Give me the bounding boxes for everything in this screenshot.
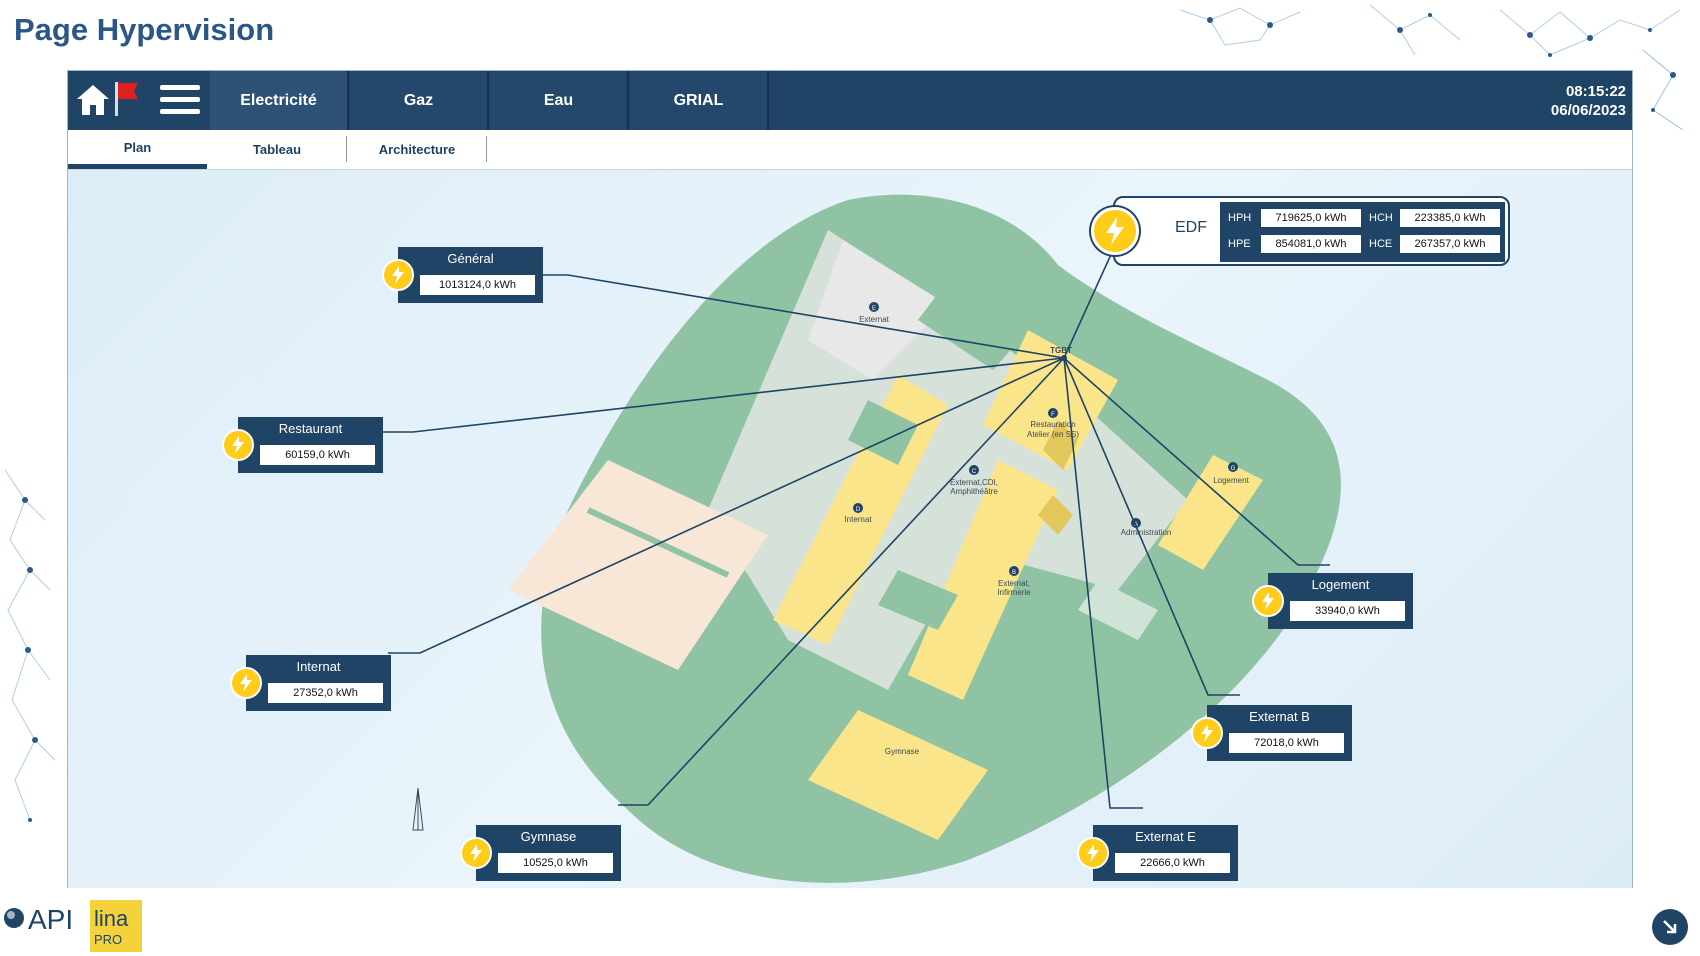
top-nav-bar: Electricité Gaz Eau GRIAL 08:15:22 06/06… [68, 71, 1632, 130]
building-gym [808, 710, 988, 840]
api-logo-icon [4, 908, 24, 928]
map-label-e-letter: E [872, 306, 876, 312]
meter-value: 60159,0 kWh [260, 445, 375, 465]
map-label-restauration: Restauration [1030, 420, 1075, 429]
meter-value: 22666,0 kWh [1115, 853, 1230, 873]
bolt-icon [230, 667, 262, 699]
network-decoration-left [4, 469, 56, 822]
meter-label: Général [447, 251, 494, 266]
expand-arrow-button[interactable] [1652, 909, 1688, 945]
building-b [908, 460, 1058, 700]
brand-api-text: API [28, 904, 74, 935]
meter-externat-e[interactable]: Externat E 22666,0 kWh [1077, 825, 1238, 881]
subtab-tableau[interactable]: Tableau [208, 136, 347, 162]
bolt-icon [1077, 837, 1109, 869]
map-label-amphitheatre: Amphithéâtre [950, 487, 998, 496]
tab-gaz[interactable]: Gaz [350, 71, 489, 130]
map-label-infirmerie: Infirmerie [997, 588, 1031, 597]
building-labels: E Externat TGBT F Restauration Atelier (… [844, 302, 1250, 756]
bolt-icon [1191, 717, 1223, 749]
edf-hch-value: 223385,0 kWh [1400, 209, 1500, 227]
meter-restaurant[interactable]: Restaurant 60159,0 kWh [222, 417, 383, 473]
map-label-internat: Internat [844, 515, 872, 524]
clock-time: 08:15:22 [1565, 83, 1626, 100]
brand-lina-badge: lina PRO [90, 900, 142, 952]
bolt-icon [460, 837, 492, 869]
edf-label: EDF [1175, 219, 1207, 236]
edf-hph-value: 719625,0 kWh [1261, 209, 1361, 227]
meter-value: 10525,0 kWh [498, 853, 613, 873]
network-decoration-top [1179, 4, 1681, 57]
clock: 08:15:22 06/06/2023 [1551, 82, 1626, 120]
meter-value: 1013124,0 kWh [420, 275, 535, 295]
meter-externat-b[interactable]: Externat B 72018,0 kWh [1191, 705, 1352, 761]
bolt-icon [382, 259, 414, 291]
map-label-atelier: Atelier (en SS) [1027, 430, 1079, 439]
bolt-icon [1252, 585, 1284, 617]
meter-label: Externat B [1249, 709, 1310, 724]
campus-plan: E Externat TGBT F Restauration Atelier (… [383, 194, 1341, 883]
sub-nav-bar: Plan Tableau Architecture [68, 130, 1632, 170]
edf-hce-key: HCE [1369, 238, 1393, 250]
meter-value: 27352,0 kWh [268, 683, 383, 703]
edf-hpe-value: 854081,0 kWh [1261, 235, 1361, 253]
tab-electricite[interactable]: Electricité [210, 71, 349, 130]
subtab-plan[interactable]: Plan [68, 130, 207, 169]
tab-eau[interactable]: Eau [490, 71, 629, 130]
north-arrow-icon [412, 787, 424, 831]
edf-hch-key: HCH [1369, 212, 1393, 224]
clock-date: 06/06/2023 [1550, 102, 1626, 119]
meter-internat[interactable]: Internat 27352,0 kWh [230, 655, 391, 711]
map-label-administration: Administration [1121, 528, 1172, 537]
tab-grial[interactable]: GRIAL [630, 71, 769, 130]
map-label-externat: Externat [859, 315, 890, 324]
bolt-icon [222, 429, 254, 461]
site-map: E Externat TGBT F Restauration Atelier (… [68, 170, 1632, 888]
brand-pro-text: PRO [94, 932, 123, 947]
meter-label: Logement [1311, 577, 1370, 592]
brand-logo: API lina PRO [0, 900, 150, 956]
edf-bolt-icon [1091, 207, 1139, 255]
map-label-externat-cdi: Externat,CDI, [950, 478, 998, 487]
building-pink [508, 460, 768, 670]
meter-label: Internat [296, 659, 341, 674]
edf-hph-key: HPH [1228, 212, 1252, 224]
map-label-tgbt: TGBT [1050, 346, 1072, 355]
meter-label: Externat E [1135, 829, 1196, 844]
meter-logement[interactable]: Logement 33940,0 kWh [1252, 573, 1413, 629]
map-label-logement: Logement [1213, 476, 1249, 485]
map-label-g-letter: G [1231, 466, 1236, 472]
home-icon[interactable] [75, 83, 111, 117]
edf-tariff-table: HPH 719625,0 kWh HCH 223385,0 kWh HPE 85… [1220, 202, 1505, 262]
subtab-architecture[interactable]: Architecture [348, 136, 487, 162]
hypervision-app: Electricité Gaz Eau GRIAL 08:15:22 06/06… [67, 70, 1633, 888]
network-decoration-right [1642, 49, 1684, 131]
building-f [983, 330, 1118, 470]
meter-label: Gymnase [520, 829, 577, 844]
meter-value: 33940,0 kWh [1290, 601, 1405, 621]
edf-hce-value: 267357,0 kWh [1400, 235, 1500, 253]
meter-general[interactable]: Général 1013124,0 kWh [382, 247, 543, 303]
map-label-gymnase: Gymnase [885, 747, 920, 756]
alarm-flag-icon[interactable] [112, 80, 140, 118]
page-title: Page Hypervision [14, 12, 275, 47]
map-label-c-letter: C [972, 469, 977, 475]
brand-lina-text: lina [94, 906, 129, 931]
arrow-down-right-icon [1663, 920, 1677, 934]
map-label-f-letter: F [1051, 412, 1055, 418]
meter-value: 72018,0 kWh [1229, 733, 1344, 753]
map-label-externat-b: Externat, [998, 579, 1030, 588]
meter-gymnase[interactable]: Gymnase 10525,0 kWh [460, 825, 621, 881]
map-label-b-letter: B [1012, 570, 1016, 576]
nav-icon-zone [68, 71, 208, 130]
map-label-d-letter: D [856, 507, 861, 513]
menu-icon[interactable] [160, 83, 200, 117]
meter-label: Restaurant [278, 421, 343, 436]
edf-hpe-key: HPE [1228, 238, 1251, 250]
building-g [1158, 455, 1263, 570]
edf-panel: EDF HPH 719625,0 kWh HCH 223385,0 kWh HP… [1091, 196, 1510, 266]
